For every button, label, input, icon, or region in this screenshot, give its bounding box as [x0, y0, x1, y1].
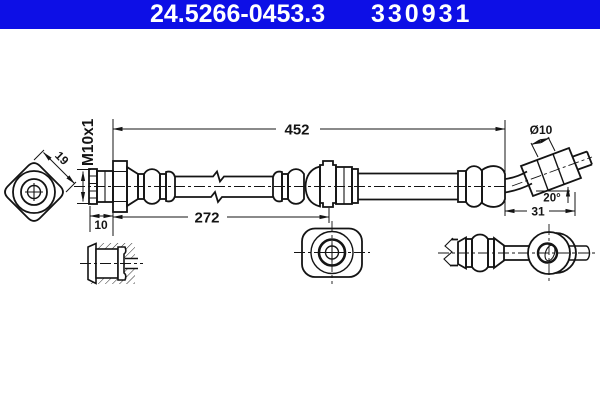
banjo-end-view: [438, 224, 596, 282]
end-length-label: 31: [531, 205, 545, 219]
part-number: 24.5266-0453.3: [150, 0, 326, 28]
header-bar: 24.5266-0453.3 330931: [0, 0, 600, 29]
thread-spec-label: M10x1: [80, 118, 97, 166]
dimension-lines: 452 272 10 31 Ø10 20°: [89, 119, 576, 236]
end-angle-label: 20°: [543, 193, 561, 205]
end-fitting-front-view: [4, 162, 64, 222]
hose-length-label: 272: [194, 210, 219, 227]
bracket-section-view: [80, 242, 143, 285]
reference-number: 330931: [371, 0, 473, 28]
hose-side-view: [74, 146, 593, 213]
grommet-front-view: [294, 221, 370, 284]
flange-width-label: 19: [52, 148, 72, 168]
total-length-label: 452: [284, 122, 309, 139]
end-diameter-label: Ø10: [530, 123, 553, 137]
fitting-offset-label: 10: [94, 218, 108, 232]
dim-flange-width: 19: [33, 148, 77, 193]
